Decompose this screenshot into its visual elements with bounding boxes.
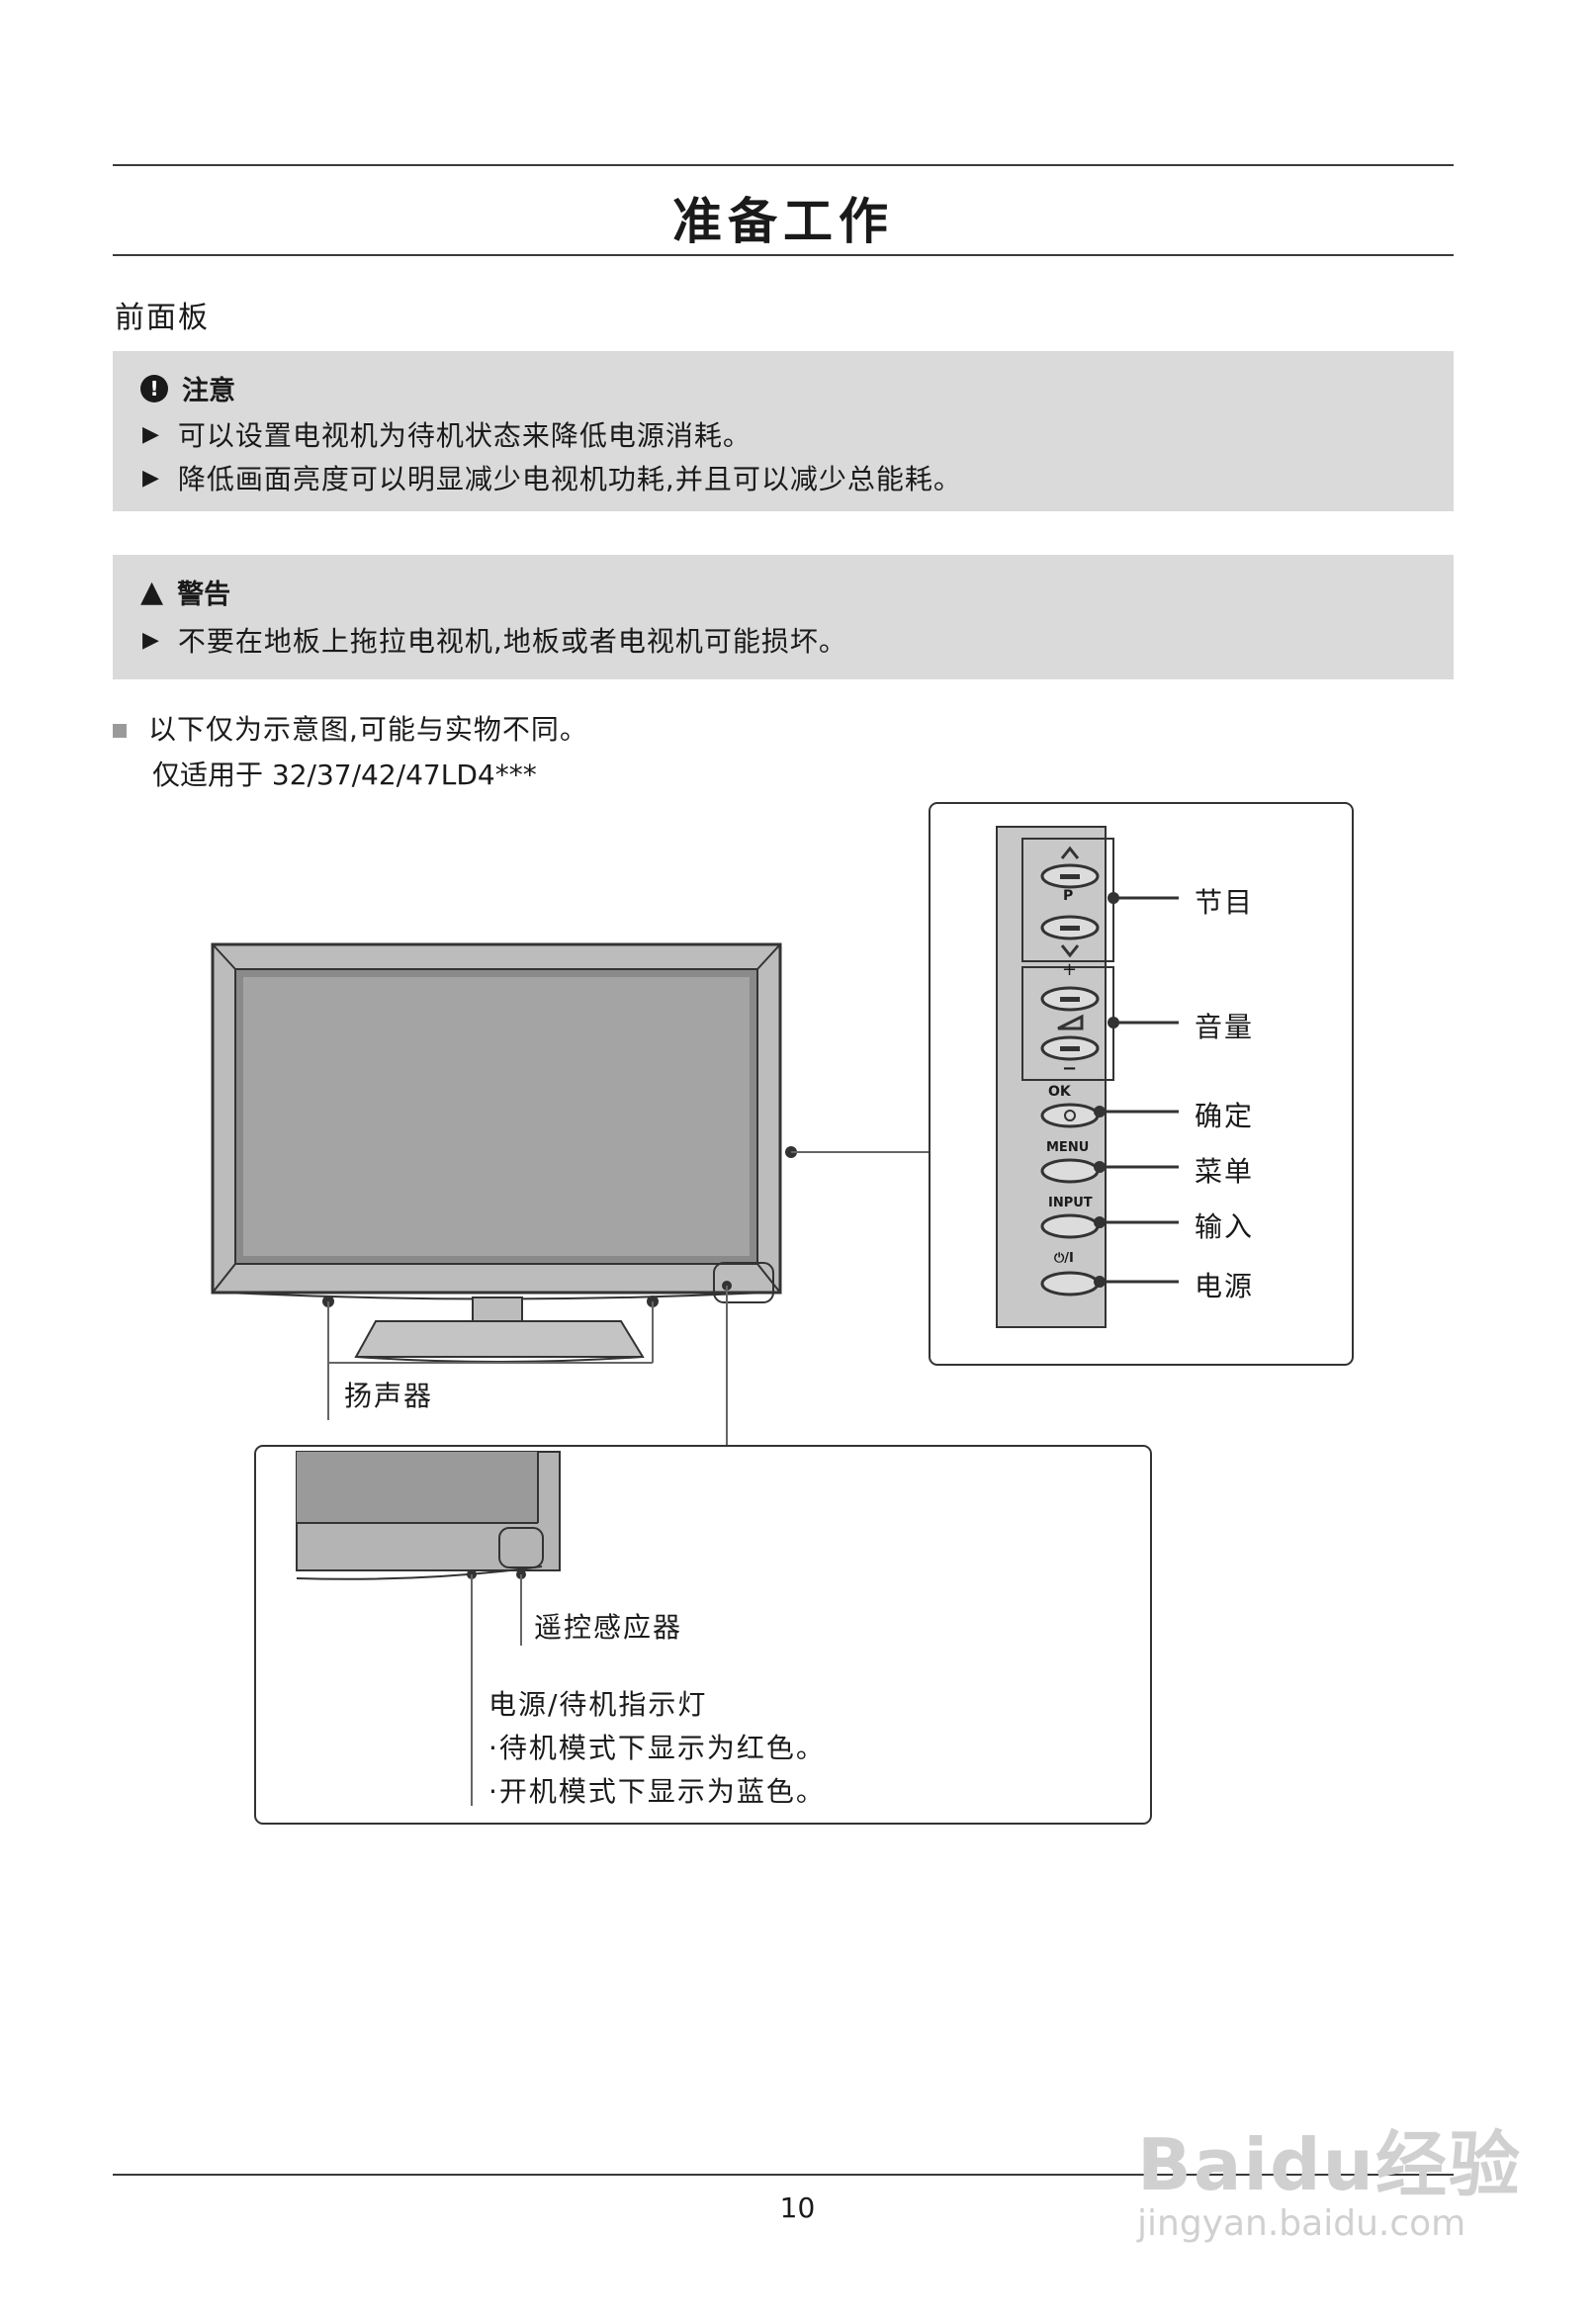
program-mark: P [1063, 888, 1074, 904]
watermark-logo: Baidu经验 [1137, 2123, 1522, 2206]
caution-icon: ! [140, 374, 168, 402]
indicator-line: ·开机模式下显示为蓝色。 [488, 1775, 826, 1808]
page-number: 10 [779, 2191, 816, 2224]
program-label: 节目 [1195, 886, 1255, 919]
power-mark: ⏻/I [1054, 1251, 1074, 1266]
warning-box: ▲ 警告 ▶ 不要在地板上拖拉电视机,地板或者电视机可能损坏。 [113, 555, 1454, 679]
square-bullet-icon [113, 724, 127, 738]
volume-minus-mark: − [1062, 1058, 1078, 1079]
footer-rule [113, 2174, 1454, 2176]
input-label: 输入 [1195, 1210, 1255, 1243]
volume-plus-mark: + [1062, 959, 1078, 980]
caution-item-text: 降低画面亮度可以明显减少电视机功耗,并且可以减少总能耗。 [177, 463, 962, 495]
menu-mark: MENU [1046, 1140, 1090, 1155]
menu-label: 菜单 [1195, 1155, 1255, 1188]
model-note: 仅适用于 32/37/42/47LD4*** [152, 759, 537, 791]
bullet-arrow-icon: ▶ [142, 465, 160, 491]
section-heading: 前面板 [115, 301, 210, 335]
caution-box: ! 注意 ▶ 可以设置电视机为待机状态来降低电源消耗。 ▶ 降低画面亮度可以明显… [113, 351, 1454, 511]
bullet-arrow-icon: ▶ [142, 421, 160, 447]
title-rule [113, 254, 1454, 256]
note-line: 以下仅为示意图,可能与实物不同。 [113, 708, 588, 748]
bullet-arrow-icon: ▶ [142, 627, 160, 653]
input-mark: INPUT [1048, 1196, 1093, 1210]
warning-item-text: 不要在地板上拖拉电视机,地板或者电视机可能损坏。 [177, 625, 847, 658]
power-label: 电源 [1195, 1270, 1255, 1302]
page-title: 准备工作 [672, 193, 894, 250]
caution-header: ! 注意 [140, 369, 235, 407]
caution-item: ▶ 降低画面亮度可以明显减少电视机功耗,并且可以减少总能耗。 [142, 458, 962, 497]
warning-item: ▶ 不要在地板上拖拉电视机,地板或者电视机可能损坏。 [142, 620, 847, 660]
volume-label: 音量 [1195, 1011, 1255, 1043]
top-rule [113, 164, 1454, 166]
caution-item: ▶ 可以设置电视机为待机状态来降低电源消耗。 [142, 414, 752, 454]
warning-icon: ▲ [140, 574, 164, 609]
speaker-label: 扬声器 [344, 1380, 434, 1412]
indicator-line: ·待机模式下显示为红色。 [488, 1732, 826, 1764]
watermark-url: jingyan.baidu.com [1137, 2203, 1466, 2244]
ok-label: 确定 [1195, 1100, 1255, 1132]
ok-mark: OK [1048, 1084, 1071, 1100]
caution-heading: 注意 [182, 376, 235, 406]
note-text: 以下仅为示意图,可能与实物不同。 [148, 713, 588, 746]
sensor-label: 遥控感应器 [534, 1611, 683, 1644]
warning-heading: 警告 [177, 580, 231, 610]
warning-header: ▲ 警告 [140, 573, 230, 611]
caution-item-text: 可以设置电视机为待机状态来降低电源消耗。 [177, 419, 752, 452]
indicator-title: 电源/待机指示灯 [488, 1688, 708, 1721]
tv-front-view [211, 942, 782, 1363]
